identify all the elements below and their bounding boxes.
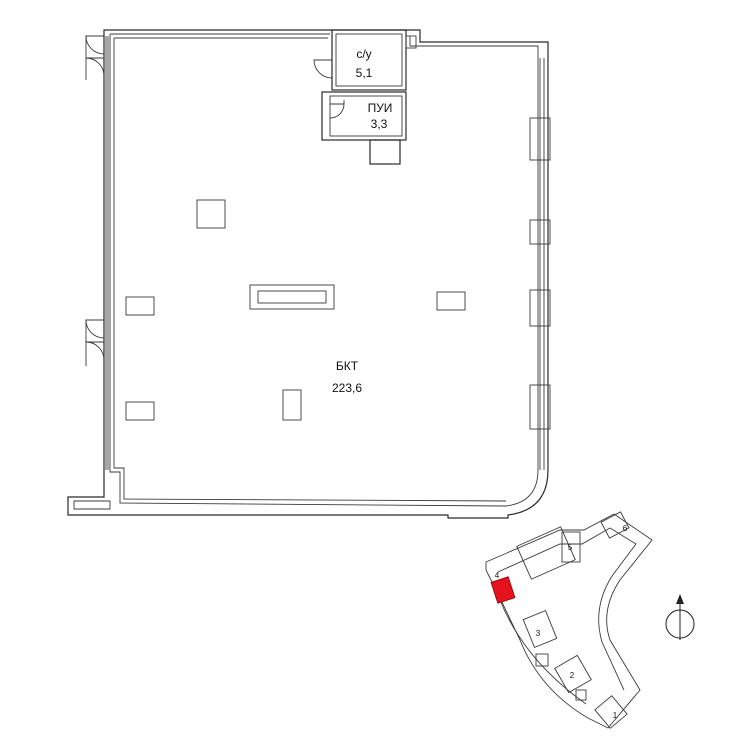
room-edge [113, 37, 507, 502]
section-5-label: 5 [568, 543, 573, 552]
section-2-label: 2 [570, 671, 575, 680]
left-entrance-door-top [85, 35, 105, 80]
building-outline [485, 513, 653, 729]
windows-right [529, 58, 551, 470]
main-plan: с/у 5,1 ПУИ 3,3 БКТ 223,6 [67, 29, 551, 519]
inner-wall [109, 33, 539, 507]
section-3-label: 3 [536, 629, 541, 638]
utility-room-name: ПУИ [368, 101, 393, 115]
entry-step [73, 500, 111, 510]
key-plan: 1 2 3 4 5 6 [485, 511, 653, 729]
utility-room-area: 3,3 [371, 117, 388, 131]
section-1-label: 1 [613, 711, 618, 720]
wc-room-area: 5,1 [356, 66, 373, 80]
columns [125, 199, 466, 421]
section-4-label: 4 [495, 571, 500, 580]
outer-wall [67, 29, 549, 519]
main-room-area: 223,6 [332, 381, 362, 395]
service-block [313, 29, 417, 165]
left-glazing [105, 36, 109, 470]
north-arrow-icon [665, 594, 695, 640]
highlighted-unit [490, 576, 516, 604]
section-6-label: 6 [623, 524, 628, 533]
left-entrance-door-bottom [85, 319, 105, 366]
wc-room-name: с/у [356, 47, 371, 61]
main-room-name: БКТ [336, 359, 359, 373]
